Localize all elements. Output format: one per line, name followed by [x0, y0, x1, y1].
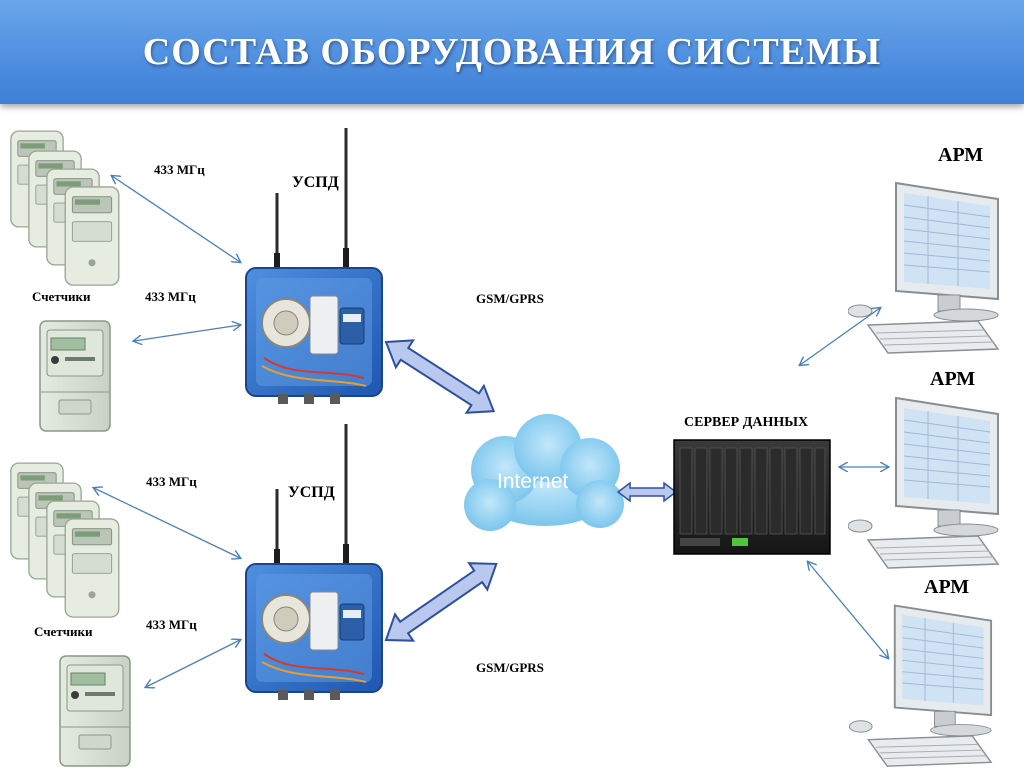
radio-link-top-single — [134, 325, 240, 341]
gsm-link-top — [384, 339, 496, 414]
uspd-label-bottom: УСПД — [288, 484, 335, 501]
arm-label-2: АРМ — [930, 368, 976, 390]
internet-cloud — [464, 414, 624, 531]
gsm-link-bottom — [384, 562, 498, 642]
internet-server-link — [616, 481, 678, 503]
arm-workstation-1 — [848, 182, 999, 354]
meters-label-top: Счетчики — [32, 289, 91, 304]
freq-label-2: 433 МГц — [145, 289, 196, 304]
server-label: СЕРВЕР ДАННЫХ — [684, 415, 809, 430]
arm-workstation-3 — [848, 604, 993, 768]
uspd-device-bottom — [244, 424, 384, 702]
arm-label-1: АРМ — [938, 144, 984, 166]
meter-single-bottom — [59, 655, 131, 767]
gsm-label-bottom: GSM/GPRS — [476, 660, 544, 675]
freq-label-4: 433 МГц — [146, 617, 197, 632]
data-server — [673, 439, 831, 555]
server-link-arm-3 — [808, 562, 888, 658]
meter-stack-top — [10, 130, 120, 286]
arm-workstation-2 — [848, 397, 999, 569]
meter-single-top — [39, 320, 111, 432]
uspd-label-top: УСПД — [292, 174, 339, 191]
header-banner: СОСТАВ ОБОРУДОВАНИЯ СИСТЕМЫ — [0, 0, 1024, 104]
page-title: СОСТАВ ОБОРУДОВАНИЯ СИСТЕМЫ — [142, 31, 882, 73]
radio-link-bottom-single — [146, 640, 240, 687]
freq-label-3: 433 МГц — [146, 474, 197, 489]
radio-link-top-stack — [112, 176, 240, 262]
uspd-device-top — [244, 128, 384, 406]
meter-stack-bottom — [10, 462, 120, 618]
arm-label-3: АРМ — [924, 576, 970, 598]
gsm-label-top: GSM/GPRS — [476, 291, 544, 306]
meters-label-bottom: Счетчики — [34, 624, 93, 639]
server-link-arm-1 — [800, 308, 880, 365]
radio-link-bottom-stack — [94, 488, 240, 558]
internet-label: Internet — [497, 470, 569, 493]
freq-label-1: 433 МГц — [154, 162, 205, 177]
